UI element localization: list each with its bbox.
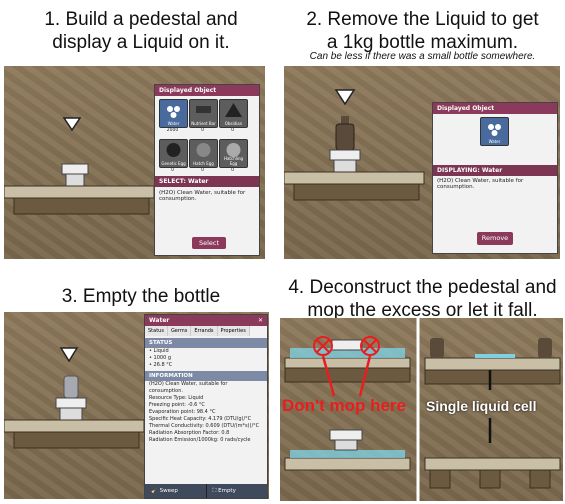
pedestal-top <box>61 163 89 175</box>
action-bar: 🧹 Sweep ⛶ Empty <box>145 484 267 498</box>
floor-tile <box>284 171 425 185</box>
displayed-item: Water <box>480 117 509 146</box>
info-line: Radiation Absorption Factor: 0.8 <box>149 430 230 436</box>
status-line: • 1000 g <box>149 355 172 361</box>
arrow-icon <box>358 355 372 397</box>
pedestal-top <box>331 339 363 351</box>
details-tabs: Status Germs Errands Properties <box>145 326 267 336</box>
object-item-hatch-egg[interactable]: Hatch Egg 0 <box>189 139 218 173</box>
panel-step1-screenshot: Displayed Object Water 2000 Nutrient Bar… <box>4 66 265 259</box>
window-title: Water ✕ <box>145 315 267 326</box>
sweep-button[interactable]: 🧹 Sweep <box>151 488 178 494</box>
dialog-title: Displayed Object <box>433 103 557 114</box>
step3-caption: 3. Empty the bottle <box>61 286 221 307</box>
bottle <box>335 123 355 151</box>
pedestal-top <box>55 397 87 409</box>
bottle <box>63 375 79 399</box>
tab-errands[interactable]: Errands <box>191 326 218 336</box>
bottle <box>430 338 444 358</box>
object-grid: Water 2000 Nutrient Bar 0 Obsidian 0 <box>155 96 259 176</box>
panel-step3-screenshot: Water ✕ Status Germs Errands Properties … <box>4 312 269 499</box>
info-heading: INFORMATION <box>145 371 267 381</box>
object-description: (H2O) Clean Water, suitable for consumpt… <box>437 178 524 190</box>
remove-button[interactable]: Remove <box>477 232 513 245</box>
status-line: • Liquid <box>149 348 169 354</box>
step2-note: Can be less if there was a small bottle … <box>309 51 536 62</box>
tab-properties[interactable]: Properties <box>217 326 250 336</box>
obsidian-icon: Obsidian <box>219 99 248 128</box>
liquid-cell <box>475 354 515 358</box>
empty-button[interactable]: ⛶ Empty <box>205 484 268 498</box>
object-item-hatchling-egg[interactable]: Hatchling Egg 0 <box>219 139 248 173</box>
selection-arrow-icon <box>62 117 82 132</box>
displayed-object-dialog: Displayed Object Water DISPLAYING: Water… <box>432 102 558 254</box>
step4-caption: 4. Deconstruct the pedestal and mop the … <box>288 277 557 321</box>
egg-icon: Hatch Egg <box>189 139 218 168</box>
pedestal-body <box>333 159 357 173</box>
arrow-icon <box>321 355 336 397</box>
water-drops-icon: Water <box>480 117 509 146</box>
panel-step2-screenshot: Displayed Object Water DISPLAYING: Water… <box>284 66 560 259</box>
egg-icon: Genetic Egg <box>159 139 188 168</box>
bottle-cap <box>341 116 349 124</box>
floor-base <box>13 431 140 449</box>
pedestal-scene <box>4 347 145 449</box>
info-line: Thermal Conductivity: 0.609 (DTU/(m*s))/… <box>149 423 260 429</box>
tab-germs[interactable]: Germs <box>167 326 192 336</box>
pedestal-body <box>65 173 85 187</box>
water-drops-icon: Water <box>159 99 188 128</box>
details-window: Water ✕ Status Germs Errands Properties … <box>144 314 268 499</box>
selection-arrow-icon <box>334 89 356 106</box>
info-line: Specific Heat Capacity: 4.179 (DTU/g)/°C <box>149 416 252 422</box>
info-line: (H2O) Clean Water, suitable for <box>149 381 228 387</box>
panel-step4-screenshot: Don't mop here Single liquid cell <box>280 318 563 501</box>
floor-base <box>13 197 150 215</box>
info-line: Evaporation point: 98.4 °C <box>149 409 216 415</box>
floor-base <box>293 183 420 201</box>
no-mop-icon <box>360 336 380 356</box>
info-line: Radiation Emission/1000kg: 0 rads/cycle <box>149 437 251 443</box>
close-icon[interactable]: ✕ <box>257 317 263 324</box>
displaying-heading: DISPLAYING: Water <box>433 165 557 176</box>
pedestal-top <box>329 429 363 441</box>
pedestal-scene <box>284 89 425 201</box>
object-item-genetic-egg[interactable]: Genetic Egg 0 <box>159 139 188 173</box>
selection-arrow-icon <box>59 347 79 363</box>
pedestal-top <box>329 149 361 161</box>
object-item-water[interactable]: Water 2000 <box>159 99 188 133</box>
pedestal-body <box>334 439 358 451</box>
dialog-title: Displayed Object <box>155 85 259 96</box>
step2-caption: 2. Remove the Liquid to get a 1kg bottle… <box>306 9 539 53</box>
single-liquid-cell-label: Single liquid cell <box>426 398 537 414</box>
object-item-obsidian[interactable]: Obsidian 0 <box>219 99 248 133</box>
bottle <box>538 338 552 358</box>
object-description: (H2O) Clean Water, suitable for consumpt… <box>159 190 246 202</box>
displayed-object-dialog: Displayed Object Water 2000 Nutrient Bar… <box>154 84 260 256</box>
info-line: consumption. <box>149 388 183 394</box>
floor-tile <box>4 419 145 433</box>
status-heading: STATUS <box>145 338 267 348</box>
pedestal-scene <box>4 117 155 215</box>
liquid-layer <box>290 348 405 358</box>
floor-tile <box>4 185 155 199</box>
egg-icon: Hatchling Egg <box>219 139 248 168</box>
info-line: Freezing point: -0.6 °C <box>149 402 205 408</box>
nutrient-bar-icon: Nutrient Bar <box>189 99 218 128</box>
select-button[interactable]: Select <box>192 237 226 249</box>
pedestal-body <box>59 407 83 421</box>
tab-status[interactable]: Status <box>145 326 168 336</box>
step1-caption: 1. Build a pedestal and display a Liquid… <box>44 9 238 53</box>
dont-mop-label: Don't mop here <box>282 396 406 415</box>
status-line: • 26.8 °C <box>149 362 173 368</box>
deconstruct-scene <box>284 318 561 501</box>
info-line: Resource Type: Liquid <box>149 395 204 401</box>
liquid-layer <box>290 450 405 458</box>
object-item-nutrient-bar[interactable]: Nutrient Bar 0 <box>189 99 218 133</box>
select-heading: SELECT: Water <box>155 176 259 187</box>
no-mop-icon <box>313 336 333 356</box>
